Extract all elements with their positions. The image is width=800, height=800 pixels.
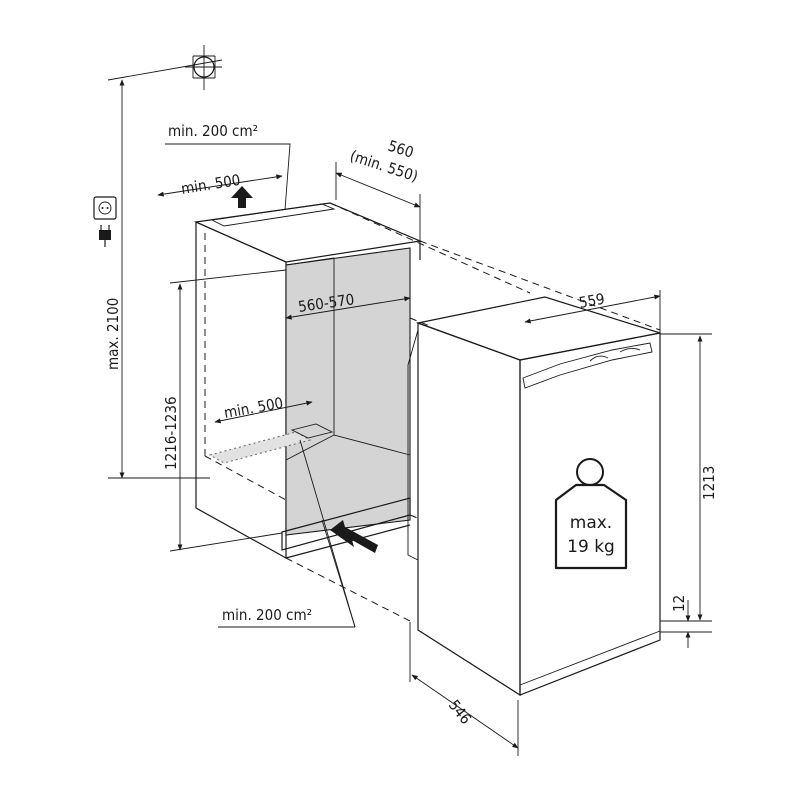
socket-icon [93, 196, 117, 220]
appliance-width-dimension: 559 [524, 290, 661, 333]
arrow-up-icon [231, 186, 253, 208]
vent-top-label: min. 200 cm² [168, 122, 258, 140]
depth-bottom-label: min. 500 [223, 394, 285, 422]
niche-depth-dimension: 560 (min. 550) [335, 137, 421, 241]
appliance [407, 296, 661, 697]
max-height-label: max. 2100 [104, 298, 122, 370]
projection-lines [285, 202, 661, 623]
niche-cabinet [193, 202, 423, 560]
depth-top-label: min. 500 [180, 171, 242, 198]
plinth-dimension: 12 [660, 595, 712, 648]
vent-top-callout: min. 200 cm² [165, 122, 291, 211]
vent-bottom-label: min. 200 cm² [222, 606, 312, 624]
depth-top-dimension: min. 500 [157, 171, 283, 198]
appliance-width-label: 559 [578, 290, 606, 312]
arrow-in-icon [330, 520, 378, 553]
appliance-height-dimension: 1213 [660, 333, 718, 621]
niche-height-dimension: 1216-1236 [162, 269, 287, 552]
plinth-label: 12 [670, 595, 688, 612]
niche-height-label: 1216-1236 [162, 396, 180, 470]
weight-line1: max. [570, 513, 612, 533]
appliance-depth-dimension: 546 [409, 622, 519, 756]
crosshair-icon [185, 45, 222, 90]
plug-icon [99, 225, 111, 247]
weight-icon: max. 19 kg [554, 458, 628, 570]
weight-line2: 19 kg [567, 537, 615, 557]
reference-line [107, 59, 223, 81]
vent-bottom-callout: min. 200 cm² [218, 439, 356, 628]
max-height-dimension: max. 2100 [104, 79, 210, 479]
appliance-height-label: 1213 [700, 466, 718, 500]
